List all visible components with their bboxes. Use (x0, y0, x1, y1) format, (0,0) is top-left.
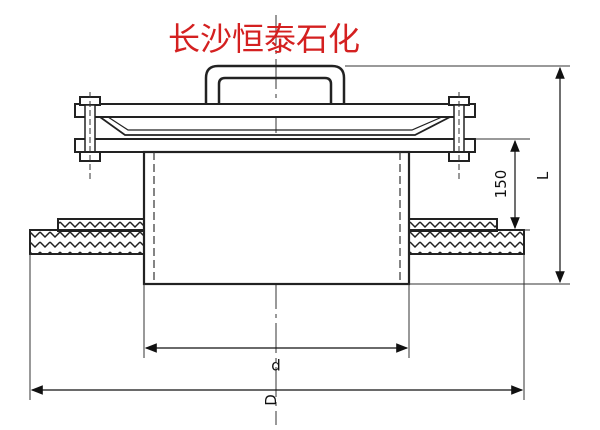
left-reinforcing-pad (29, 218, 145, 255)
dim-label-D: D (262, 394, 280, 406)
gasket-inner-line (107, 116, 443, 131)
cylinder-body (142, 150, 411, 286)
right-bolt (448, 92, 470, 182)
left-bolt (79, 92, 101, 182)
dim-label-L: L (534, 171, 552, 180)
cover-plate (74, 103, 476, 118)
lifting-handle (204, 64, 346, 106)
neck-flange (74, 138, 476, 153)
right-reinforcing-pad (408, 218, 525, 255)
watermark-text: 长沙恒泰石化 (168, 20, 360, 58)
gasket (99, 116, 451, 136)
dim-label-p: p (271, 358, 281, 376)
dim-label-150: 150 (492, 170, 510, 199)
